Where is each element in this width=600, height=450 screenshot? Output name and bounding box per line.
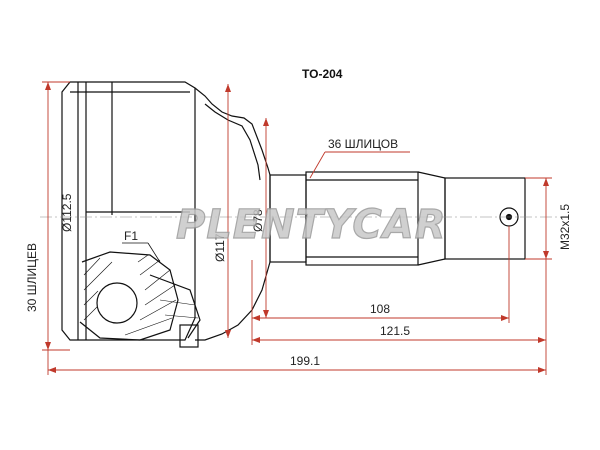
spline-section xyxy=(305,171,419,266)
housing-outline xyxy=(61,81,196,341)
dim-199-label: 199.1 xyxy=(290,354,320,368)
section-hatching xyxy=(83,254,199,336)
watermark-logo: PLENTYCAR xyxy=(176,202,447,248)
cage-section xyxy=(79,251,179,341)
d78-label: Ø78 xyxy=(251,209,265,232)
thread-label: M32x1.5 xyxy=(558,204,572,250)
ball xyxy=(96,282,138,324)
dim-121-label: 121.5 xyxy=(380,324,410,338)
inner-race xyxy=(149,274,201,339)
boot-outline xyxy=(194,87,271,341)
outer-diameter-label: Ø112.5 xyxy=(60,193,74,232)
outer-splines-label: 30 ШЛИЦЕВ xyxy=(25,243,39,312)
boot-inner xyxy=(204,103,261,181)
clamp-band xyxy=(179,324,199,348)
dimension-arrows xyxy=(45,82,549,373)
thread-end xyxy=(444,177,526,260)
part-code: TO-204 xyxy=(302,67,343,81)
spline-leader xyxy=(309,151,326,179)
f1-label: F1 xyxy=(124,229,138,243)
dim-108-label: 108 xyxy=(370,302,390,316)
part-outline xyxy=(61,81,526,348)
d117-label: Ø117 xyxy=(213,233,227,262)
inner-splines-label: 36 ШЛИЦОВ xyxy=(328,137,398,151)
dimension-lines xyxy=(42,81,552,375)
